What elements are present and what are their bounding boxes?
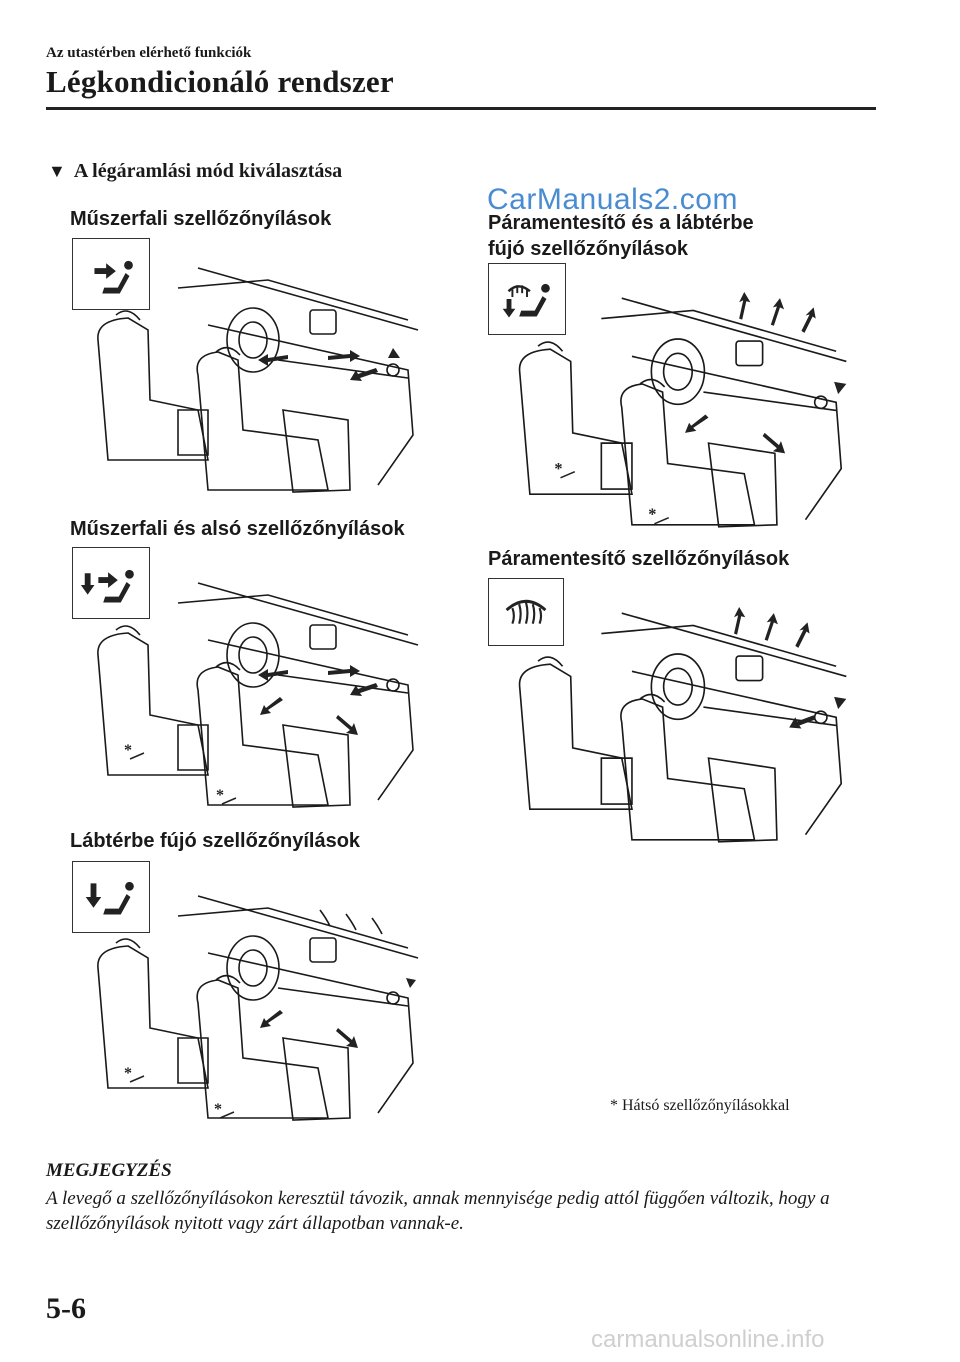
footnote: * Hátsó szellőzőnyílásokkal bbox=[610, 1097, 790, 1114]
mode-label-defroster: Páramentesítő szellőzőnyílások bbox=[488, 548, 790, 570]
cabin-illustration-defroster bbox=[518, 607, 847, 843]
cabin-illustration-bi-level: * * bbox=[97, 582, 419, 808]
rear-vent-asterisk: * bbox=[124, 742, 132, 759]
mode-label-face: Műszerfali szellőzőnyílások bbox=[70, 208, 332, 230]
page-title: Légkondicionáló rendszer bbox=[46, 64, 394, 99]
mode-label-floor-defrost-line2: fújó szellőzőnyílások bbox=[488, 238, 689, 260]
rear-vent-asterisk: * bbox=[554, 459, 562, 478]
mode-label-floor: Lábtérbe fújó szellőzőnyílások bbox=[70, 830, 361, 852]
floor-vent-icon bbox=[72, 861, 150, 933]
page-number: 5-6 bbox=[46, 1292, 86, 1325]
rear-vent-asterisk: * bbox=[214, 1101, 222, 1118]
section-heading-text: A légáramlási mód kiválasztása bbox=[73, 160, 343, 182]
rear-vent-asterisk: * bbox=[124, 1065, 132, 1082]
triangle-marker-icon: ▼ bbox=[48, 161, 66, 181]
watermark: CarManuals2.com bbox=[487, 183, 738, 216]
floor-defrost-vent-icon bbox=[488, 263, 566, 335]
rear-vent-asterisk: * bbox=[216, 787, 224, 804]
face-vent-icon bbox=[72, 238, 150, 310]
cabin-illustration-face bbox=[97, 267, 419, 493]
mode-label-bi-level: Műszerfali és alsó szellőzőnyílások bbox=[70, 518, 405, 540]
cabin-illustration-floor: * * bbox=[97, 895, 419, 1121]
cabin-illustration-floor-defrost: * * bbox=[518, 292, 847, 528]
mode-label-floor-defrost: Páramentesítő és a lábtérbe fújó szellőz… bbox=[488, 210, 754, 262]
defroster-vent-icon bbox=[488, 578, 564, 646]
section-heading: ▼ A légáramlási mód kiválasztása bbox=[48, 160, 342, 183]
site-watermark: carmanualsonline.info bbox=[591, 1326, 825, 1353]
note-text: A levegő a szellőzőnyílásokon keresztül … bbox=[46, 1188, 830, 1234]
header-divider bbox=[46, 107, 876, 110]
rear-vent-asterisk: * bbox=[648, 505, 656, 524]
bi-level-vent-icon bbox=[72, 547, 150, 619]
mode-label-floor-defrost-line1: Páramentesítő és a lábtérbe bbox=[488, 212, 754, 234]
note-title: MEGJEGYZÉS bbox=[46, 1160, 172, 1181]
chapter-title: Az utastérben elérhető funkciók bbox=[46, 45, 252, 61]
